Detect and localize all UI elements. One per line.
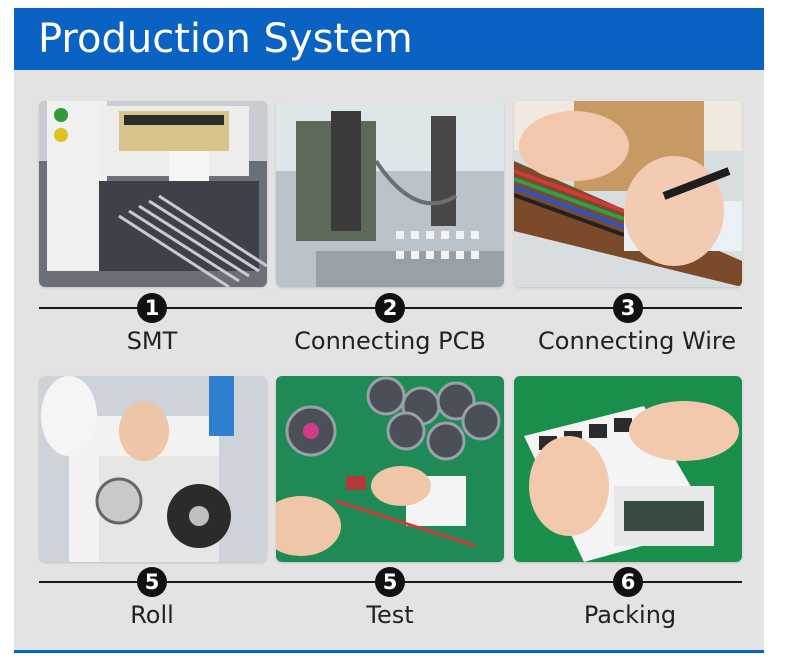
wire-soldering-photo — [514, 101, 742, 287]
step-label: Packing — [583, 601, 677, 629]
step-number-badge: 1 — [137, 293, 167, 323]
led-strip-test-photo — [276, 376, 504, 562]
step-label: Roll — [130, 601, 174, 629]
step-label: Test — [366, 601, 414, 629]
step-number-badge: 5 — [137, 567, 167, 597]
step-number-badge: 3 — [613, 293, 643, 323]
pcb-soldering-photo — [276, 101, 504, 287]
bottom-accent-rule — [14, 650, 764, 653]
header-banner: Production System — [14, 8, 764, 70]
step-label: SMT — [126, 327, 178, 355]
step-number-badge: 2 — [375, 293, 405, 323]
step-label: Connecting PCB — [294, 327, 486, 355]
step-number-badge: 5 — [375, 567, 405, 597]
page-title: Production System — [38, 16, 413, 62]
step-label: Connecting Wire — [538, 327, 736, 355]
reel-rolling-photo — [39, 376, 267, 562]
packing-photo — [514, 376, 742, 562]
smt-machine-photo — [39, 101, 267, 287]
step-number-badge: 6 — [613, 567, 643, 597]
